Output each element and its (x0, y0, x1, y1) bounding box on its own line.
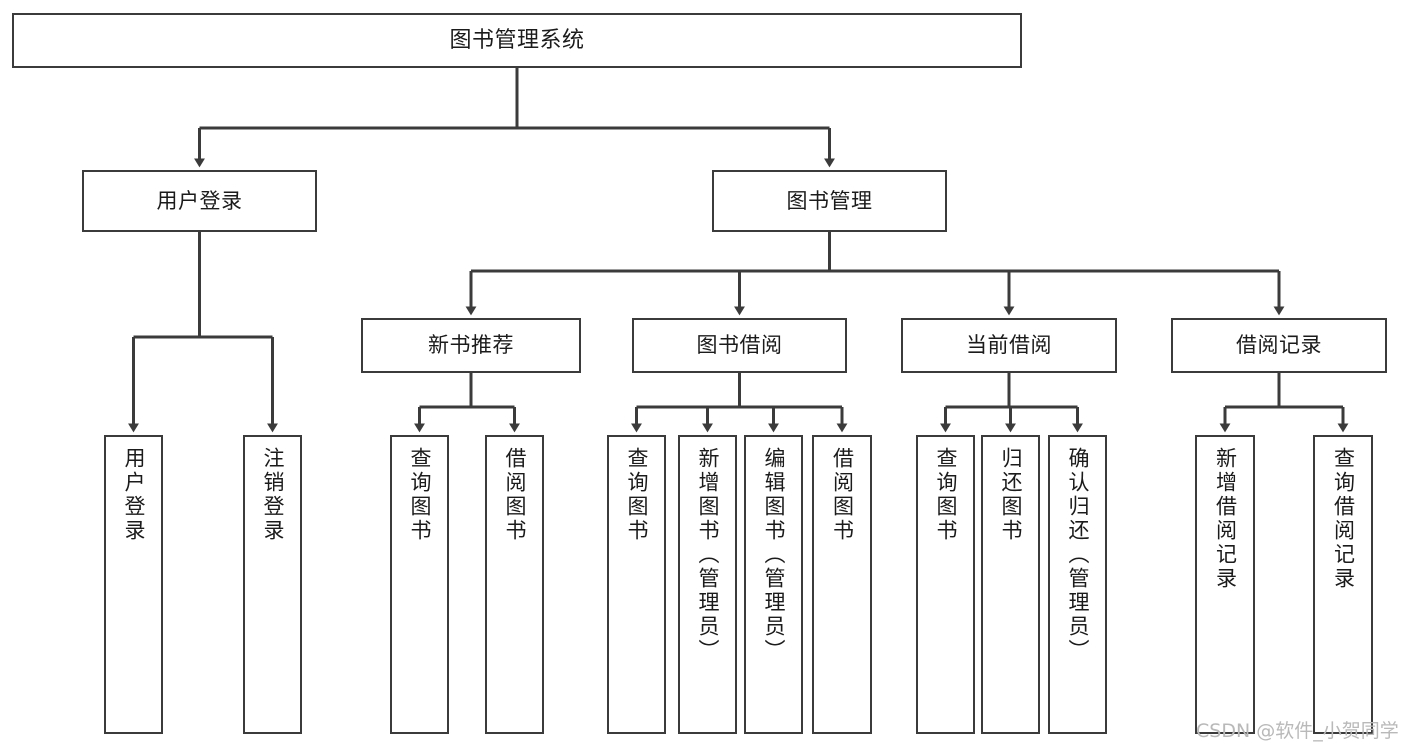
node-leaf_bb_borrow[interactable]: 借阅图书 (812, 435, 872, 734)
node-leaf_logout[interactable]: 注销登录 (243, 435, 302, 734)
node-label: 确认归还（管理员） (1066, 447, 1090, 663)
node-book_mgmt[interactable]: 图书管理 (712, 170, 947, 232)
node-leaf_bb_query[interactable]: 查询图书 (607, 435, 666, 734)
node-label: 图书借阅 (696, 333, 783, 358)
node-leaf_cb_return[interactable]: 归还图书 (981, 435, 1040, 734)
node-leaf_br_add[interactable]: 新增借阅记录 (1195, 435, 1255, 734)
node-leaf_bb_edit[interactable]: 编辑图书（管理员） (744, 435, 803, 734)
node-label: 借阅图书 (503, 447, 527, 543)
node-label: 图书管理 (786, 188, 873, 213)
node-label: 新增图书（管理员） (696, 447, 720, 663)
node-label: 查询图书 (408, 447, 432, 543)
node-root[interactable]: 图书管理系统 (12, 13, 1022, 68)
node-book_borrow[interactable]: 图书借阅 (632, 318, 847, 373)
node-user_login[interactable]: 用户登录 (82, 170, 317, 232)
node-label: 编辑图书（管理员） (762, 447, 786, 663)
node-new_book_rec[interactable]: 新书推荐 (361, 318, 581, 373)
watermark: CSDN @软件_小贺同学 (1196, 720, 1399, 742)
node-leaf_nb_borrow[interactable]: 借阅图书 (485, 435, 544, 734)
node-label: 图书管理系统 (449, 27, 585, 53)
node-leaf_bb_add[interactable]: 新增图书（管理员） (678, 435, 737, 734)
node-label: 查询图书 (625, 447, 649, 543)
node-borrow_record[interactable]: 借阅记录 (1171, 318, 1387, 373)
node-label: 新增借阅记录 (1213, 447, 1238, 591)
node-label: 借阅记录 (1236, 333, 1322, 358)
node-leaf_nb_query[interactable]: 查询图书 (390, 435, 449, 734)
node-label: 注销登录 (261, 447, 285, 543)
node-label: 新书推荐 (428, 333, 514, 358)
node-label: 当前借阅 (966, 333, 1052, 358)
node-label: 查询图书 (934, 447, 958, 543)
node-current_borrow[interactable]: 当前借阅 (901, 318, 1117, 373)
node-leaf_br_query[interactable]: 查询借阅记录 (1313, 435, 1373, 734)
node-label: 借阅图书 (830, 447, 855, 543)
node-leaf_cb_confirm[interactable]: 确认归还（管理员） (1048, 435, 1107, 734)
node-label: 用户登录 (156, 188, 243, 213)
node-leaf_cb_query[interactable]: 查询图书 (916, 435, 975, 734)
node-label: 用户登录 (122, 447, 146, 543)
node-label: 查询借阅记录 (1331, 447, 1356, 591)
node-leaf_user_login[interactable]: 用户登录 (104, 435, 163, 734)
node-label: 归还图书 (999, 447, 1023, 543)
